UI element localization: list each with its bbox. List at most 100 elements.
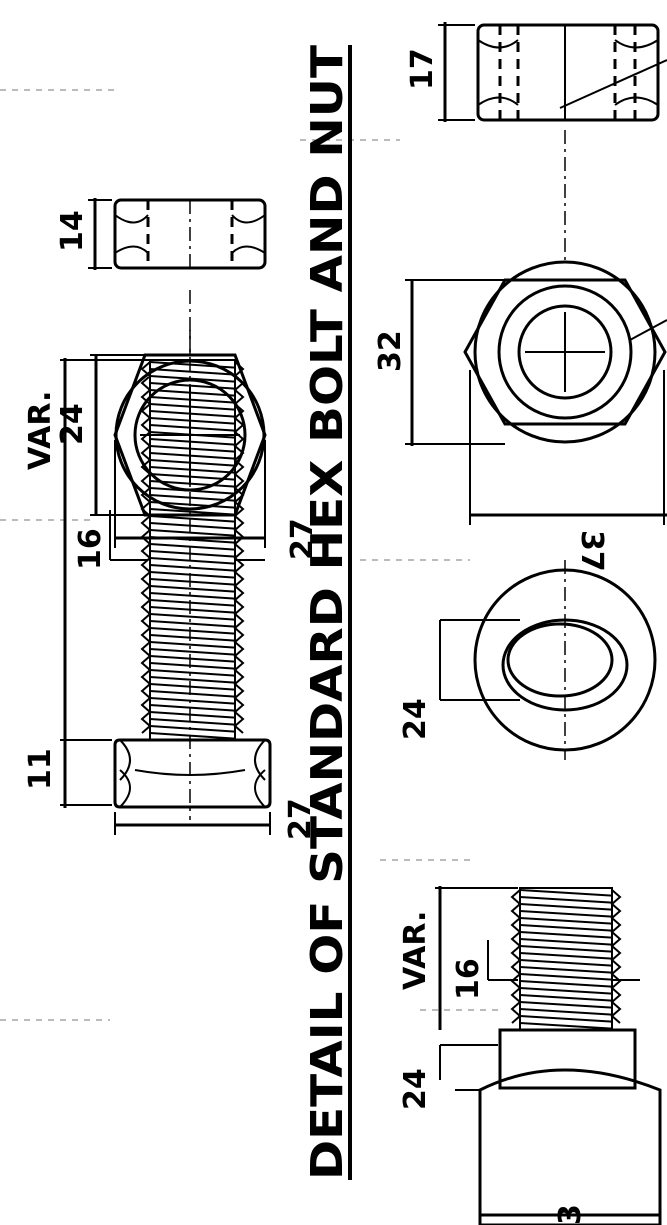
round-head-top-view: 24 (398, 560, 657, 760)
thread-edge (610, 889, 622, 1024)
thread-line (149, 634, 236, 642)
thread-line (149, 697, 236, 705)
thread-line (149, 564, 236, 572)
thread-line (149, 683, 236, 691)
thread-line (149, 396, 236, 404)
carriage-bolt-head-diameter: 3 (553, 1204, 588, 1225)
carriage-bolt-view: VAR. 16 24 3 (398, 886, 662, 1225)
thread-line (149, 515, 236, 523)
thread-line (149, 606, 236, 614)
nut-large-across-corners: 37 (574, 530, 609, 572)
thread-line (519, 903, 613, 911)
thread-line (519, 917, 613, 925)
thread-line (519, 945, 613, 953)
thread-line (149, 704, 236, 712)
thread-line (519, 980, 613, 988)
thread-line (149, 662, 236, 670)
nut-large-across-flats: 32 (373, 330, 408, 372)
carriage-bolt-diameter: 16 (451, 958, 486, 1000)
thread-line (149, 732, 236, 740)
hex-nut-large-view: 32 37 17 (373, 22, 667, 572)
carriage-bolt-threads (510, 889, 622, 1030)
thread-line (149, 452, 236, 460)
thread-line (149, 557, 236, 565)
thread-line (149, 725, 236, 733)
thread-line (149, 403, 236, 411)
thread-line (519, 889, 613, 897)
nut-large-outer-circle (473, 260, 657, 444)
thread-line (149, 501, 236, 509)
thread-line (519, 952, 613, 960)
bolt-head-height: 11 (23, 748, 58, 790)
thread-line (519, 987, 613, 995)
thread-edge (510, 889, 522, 1024)
bolt-thread-length: VAR. (23, 391, 58, 470)
thread-line (149, 494, 236, 502)
thread-line (519, 1008, 613, 1016)
carriage-bolt-head (478, 1068, 662, 1225)
thread-edge (233, 361, 245, 734)
thread-line (149, 438, 236, 446)
thread-line (519, 1015, 613, 1023)
thread-line (149, 648, 236, 656)
bolt-diameter: 16 (73, 528, 108, 570)
thread-line (149, 543, 236, 551)
thread-line (149, 410, 236, 418)
thread-line (519, 1022, 613, 1030)
thread-line (149, 529, 236, 537)
thread-line (519, 994, 613, 1002)
thread-line (149, 480, 236, 488)
thread-line (149, 711, 236, 719)
nut-small-thickness: 14 (55, 210, 90, 252)
thread-line (149, 459, 236, 467)
carriage-bolt-thread-length: VAR. (398, 911, 433, 990)
thread-line (149, 599, 236, 607)
bolt-head-width: 27 (283, 798, 318, 840)
nut-large-washer-face (497, 284, 633, 420)
thread-line (149, 550, 236, 558)
nut-small-bore (133, 378, 247, 492)
thread-line (149, 368, 236, 376)
carriage-bolt-neck (498, 1028, 637, 1090)
nut-small-across-flats: 24 (55, 403, 90, 445)
carriage-bolt-head-thickness: 24 (398, 1068, 433, 1110)
thread-line (519, 966, 613, 974)
thread-line (149, 585, 236, 593)
thread-line (149, 592, 236, 600)
bolt-head (113, 738, 272, 809)
thread-line (149, 676, 236, 684)
thread-line (149, 445, 236, 453)
bolt-shank (149, 359, 236, 741)
thread-line (149, 571, 236, 579)
thread-line (519, 959, 613, 967)
thread-line (149, 522, 236, 530)
nut-small-outer-circle (114, 359, 266, 511)
thread-line (149, 690, 236, 698)
thread-line (519, 910, 613, 918)
thread-line (519, 1001, 613, 1009)
thread-line (519, 931, 613, 939)
thread-line (149, 389, 236, 397)
thread-line (149, 627, 236, 635)
hex-nut-small-view: 24 27 14 (55, 198, 320, 560)
bolt-head-chamfers (119, 739, 266, 781)
title-group: DETAIL OF STANDARD HEX BOLT AND NUT (302, 45, 353, 1180)
thread-line (149, 613, 236, 621)
nut-large-bore (517, 304, 613, 400)
drawing-title: DETAIL OF STANDARD HEX BOLT AND NUT (302, 45, 353, 1180)
thread-line (519, 973, 613, 981)
thread-line (519, 938, 613, 946)
thread-line (149, 669, 236, 677)
bolt-threads (140, 361, 245, 740)
nut-large-thickness: 17 (405, 48, 440, 90)
thread-line (149, 641, 236, 649)
thread-line (149, 466, 236, 474)
thread-line (519, 924, 613, 932)
thread-line (149, 417, 236, 425)
thread-line (519, 896, 613, 904)
thread-line (149, 718, 236, 726)
thread-line (149, 620, 236, 628)
thread-line (149, 578, 236, 586)
